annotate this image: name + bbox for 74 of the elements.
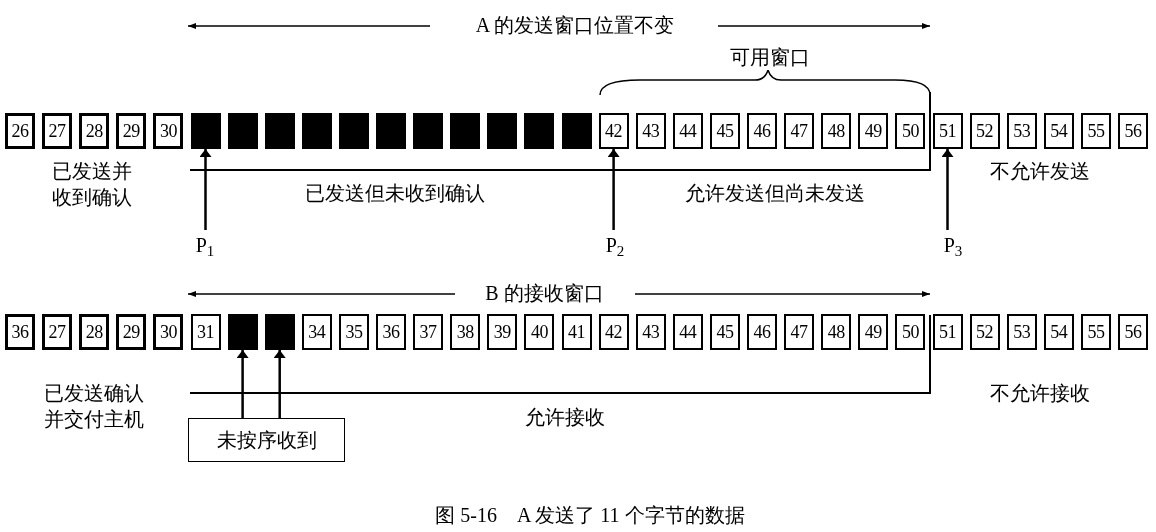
byte-cell: 27 <box>42 314 73 350</box>
byte-cell: 29 <box>116 113 147 149</box>
region-label: 已发送并收到确认 <box>50 158 134 210</box>
byte-cell: 44 <box>672 314 703 350</box>
filled-byte-cell <box>487 113 518 149</box>
byte-cell: 41 <box>561 314 592 350</box>
byte-cell: 28 <box>79 314 110 350</box>
pointer-label: P$_{1}$ <box>189 230 221 260</box>
byte-cell: 50 <box>895 314 926 350</box>
byte-cell: 42 <box>598 113 629 149</box>
byte-cell: 56 <box>1118 314 1148 350</box>
filled-byte-cell <box>413 113 444 149</box>
byte-cell: 36 <box>376 314 406 350</box>
byte-cell: 35 <box>338 314 369 350</box>
byte-cell: 30 <box>153 113 184 149</box>
pointer-label: P$_{3}$ <box>937 230 969 260</box>
pointer-label: P$_{2}$ <box>599 230 631 260</box>
byte-cell: 46 <box>747 113 777 149</box>
byte-cell: 47 <box>784 314 815 350</box>
byte-cell: 53 <box>1006 314 1037 350</box>
byte-cell: 34 <box>301 314 332 350</box>
byte-cell: 48 <box>821 113 852 149</box>
byte-cell: 54 <box>1043 113 1074 149</box>
byte-cell: 46 <box>747 314 777 350</box>
byte-cell: 43 <box>635 113 666 149</box>
arrow <box>199 149 212 230</box>
arrow <box>941 149 954 230</box>
byte-cell: 49 <box>858 314 889 350</box>
byte-cell: 47 <box>784 113 815 149</box>
caption: 图 5-16 A 发送了 11 个字节的数据 <box>434 503 746 528</box>
byte-cell: 38 <box>450 314 481 350</box>
filled-byte-cell <box>376 113 406 149</box>
filled-byte-cell <box>561 113 592 149</box>
byte-cell: 55 <box>1080 113 1111 149</box>
filled-byte-cell <box>338 113 369 149</box>
byte-cell: 40 <box>524 314 555 350</box>
filled-byte-cell <box>264 113 295 149</box>
byte-cell: 27 <box>42 113 73 149</box>
byte-cell: 36 <box>5 314 35 350</box>
byte-cell: 30 <box>153 314 184 350</box>
byte-cell: 56 <box>1118 113 1148 149</box>
filled-byte-cell <box>301 113 332 149</box>
byte-cell: 42 <box>598 314 629 350</box>
byte-cell: 48 <box>821 314 852 350</box>
byte-cell: 31 <box>190 314 221 350</box>
byte-cell: 54 <box>1043 314 1074 350</box>
byte-cell: 26 <box>5 113 35 149</box>
byte-cell: 43 <box>635 314 666 350</box>
byte-cell: 55 <box>1080 314 1111 350</box>
byte-cell: 37 <box>413 314 444 350</box>
byte-cell: 29 <box>116 314 147 350</box>
byte-cell: 51 <box>932 113 963 149</box>
byte-cell: 39 <box>487 314 518 350</box>
filled-byte-cell <box>227 113 258 149</box>
byte-cell: 52 <box>969 314 1000 350</box>
arrow <box>607 149 620 230</box>
filled-byte-cell <box>227 314 258 350</box>
arrow <box>273 350 286 418</box>
byte-cell: 28 <box>79 113 110 149</box>
byte-cell: 52 <box>969 113 1000 149</box>
byte-cell: 44 <box>672 113 703 149</box>
byte-cell: 50 <box>895 113 926 149</box>
filled-byte-cell <box>190 113 221 149</box>
byte-cell: 45 <box>709 314 740 350</box>
byte-cell: 53 <box>1006 113 1037 149</box>
filled-byte-cell <box>450 113 481 149</box>
byte-cell: 49 <box>858 113 889 149</box>
byte-cell: 51 <box>932 314 963 350</box>
filled-byte-cell <box>524 113 555 149</box>
note-box: 未按序收到 <box>188 418 345 462</box>
region-label: 已发送确认并交付主机 <box>42 380 146 432</box>
byte-cell: 45 <box>709 113 740 149</box>
filled-byte-cell <box>264 314 295 350</box>
arrow <box>236 350 249 418</box>
